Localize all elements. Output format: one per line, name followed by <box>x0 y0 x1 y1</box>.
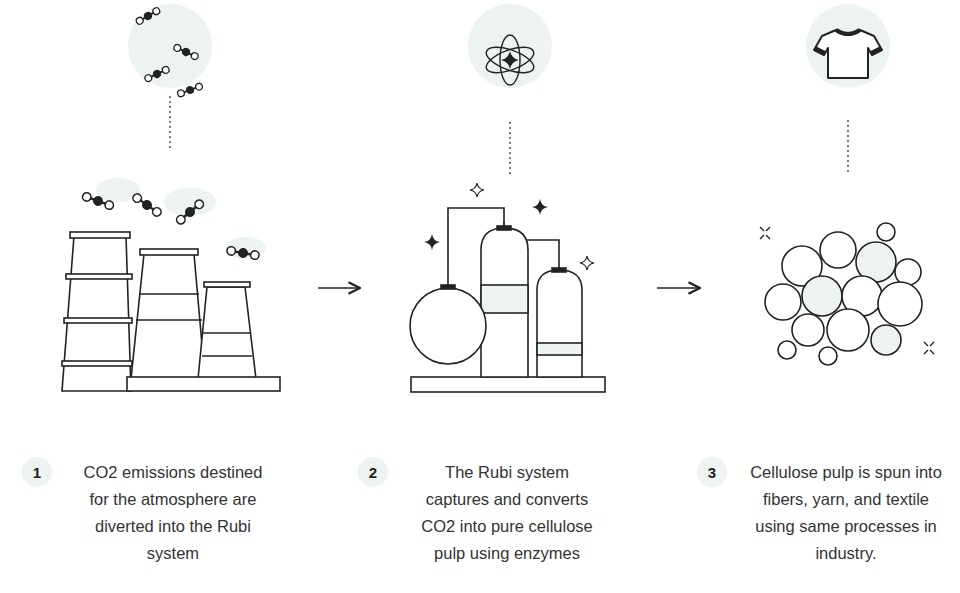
step-number: 2 <box>369 465 377 480</box>
co2-molecule <box>144 65 171 83</box>
step-description: The Rubi system captures and converts CO… <box>417 459 597 567</box>
co2-molecule <box>173 43 200 61</box>
step-number-circle: 3 <box>697 457 727 487</box>
sparkles <box>424 183 594 270</box>
icon-circle <box>128 4 212 88</box>
co2-molecule <box>176 82 203 98</box>
step-number: 1 <box>33 465 41 480</box>
cellulose-pulp <box>765 223 922 365</box>
tshirt-icon <box>814 30 882 78</box>
icon-circle <box>468 4 552 88</box>
reactor <box>410 208 605 392</box>
step-arrow <box>318 287 360 289</box>
icon-circle <box>806 4 890 88</box>
co2-molecule <box>81 191 115 211</box>
dotted-leader <box>169 96 170 150</box>
step-number-circle: 2 <box>358 457 388 487</box>
step-number-circle: 1 <box>22 457 52 487</box>
factory <box>62 232 280 391</box>
step-arrow <box>657 287 700 289</box>
atom-icon <box>483 35 537 85</box>
step-number: 3 <box>708 465 716 480</box>
co2-molecule <box>226 245 260 260</box>
step-description: Cellulose pulp is spun into fibers, yarn… <box>741 459 951 567</box>
sparkle-cross <box>760 227 934 354</box>
co2-molecule <box>131 192 163 219</box>
co2-molecule <box>135 6 161 26</box>
co2-molecule <box>174 198 205 226</box>
dotted-leader <box>509 122 510 176</box>
dotted-leader <box>847 120 848 172</box>
step-description: CO2 emissions destined for the atmospher… <box>78 459 268 567</box>
